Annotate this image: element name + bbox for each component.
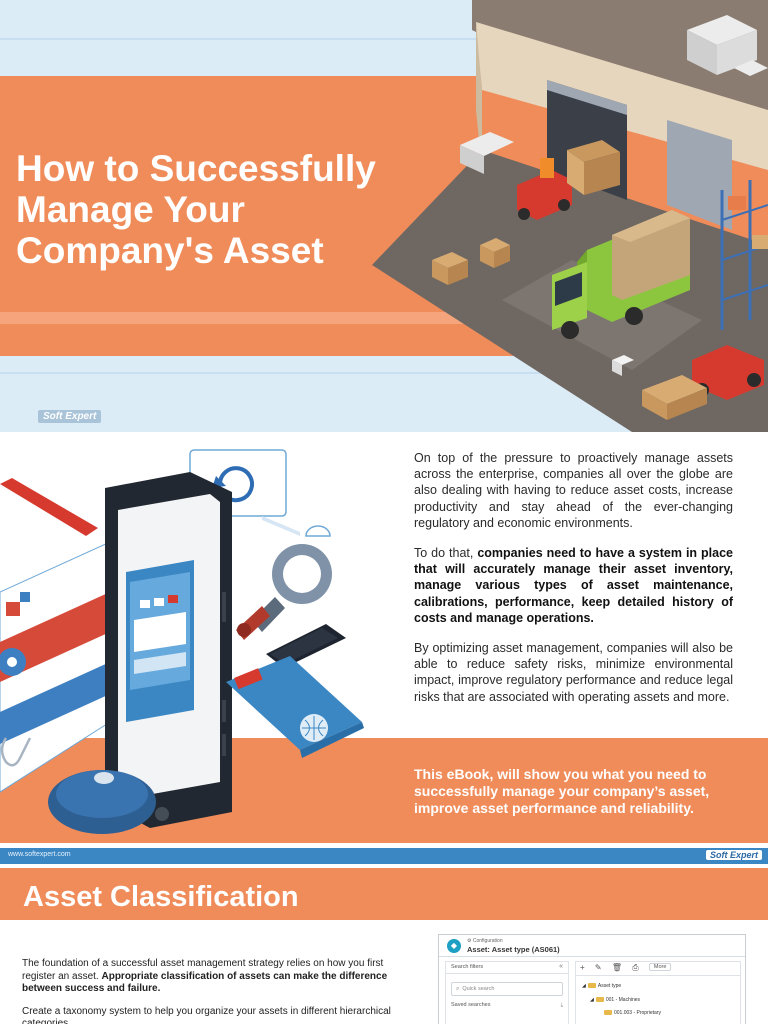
section-title: Asset Classification (23, 881, 299, 913)
cover-title-line: Company's Asset (16, 230, 324, 271)
download-icon[interactable]: ⤓ (560, 1002, 563, 1008)
search-filters-header: Search filters « (446, 962, 568, 974)
breadcrumb: ⚙ Configuration (467, 938, 503, 944)
intro-emphasis: companies need to have a system in place… (414, 546, 733, 625)
app-header: ◆ ⚙ Configuration Asset: Asset type (AS0… (439, 935, 745, 957)
folder-icon (595, 996, 604, 1002)
cover-title-line: How to Successfully (16, 148, 376, 189)
classification-lead: The foundation of a successful asset man… (22, 958, 384, 982)
search-icon: ⌕ (456, 986, 460, 992)
intro-lead: To do that, (414, 546, 478, 561)
phone-screen (112, 520, 212, 775)
intro-page: On top of the pressure to proactively ma… (0, 432, 768, 864)
softexpert-logo: Soft Expert (705, 850, 762, 860)
delete-icon[interactable]: 🗑 (611, 963, 622, 972)
tree-item[interactable]: ◢Asset type (582, 983, 622, 989)
asset-type-tree: ◢Asset type ◢001 - Machines 001.003 - Pr… (576, 976, 740, 1024)
tree-item-label: 001 - Machines (605, 996, 641, 1003)
tree-item[interactable]: 001.003 - Proprietary (582, 1007, 734, 1021)
warehouse-illustration (372, 0, 768, 432)
print-icon[interactable]: ⎙ (632, 963, 639, 972)
website-url[interactable]: www.softexpert.com (8, 851, 71, 858)
intro-text: On top of the pressure to proactively ma… (414, 450, 733, 719)
app-title: Asset: Asset type (AS061) (467, 945, 560, 954)
classification-emphasis: Appropriate classification of assets can… (22, 970, 388, 995)
cover-title: How to Successfully Manage Your Company'… (16, 148, 406, 271)
search-panel: Search filters « ⌕Quick search Saved sea… (445, 961, 569, 1024)
more-button[interactable]: More (648, 963, 672, 971)
asset-module-icon: ◆ (447, 939, 461, 953)
collapse-icon[interactable]: « (559, 963, 563, 970)
classification-paragraph: Create a taxonomy system to help you org… (22, 1005, 391, 1024)
cover-stripe (0, 372, 768, 374)
ebook-callout: This eBook, will show you what you need … (414, 766, 710, 816)
intro-paragraph: On top of the pressure to proactively ma… (414, 451, 733, 530)
cover-title-line: Manage Your (16, 189, 245, 230)
cover-page: How to Successfully Manage Your Company'… (0, 0, 768, 432)
software-screenshot: ◆ ⚙ Configuration Asset: Asset type (AS0… (438, 934, 746, 1024)
quick-search-placeholder: Quick search (462, 986, 495, 992)
tree-item-label: 001.003 - Proprietary (614, 1010, 661, 1016)
edit-icon[interactable]: ✎ (594, 963, 602, 972)
cover-stripe (0, 38, 768, 40)
classification-text: The foundation of a successful asset man… (22, 958, 412, 1024)
page-footer (0, 848, 768, 864)
search-filters-label: Search filters (451, 964, 484, 970)
toolbar: + ✎ 🗑 ⎙ More (576, 962, 740, 976)
saved-searches-label: Saved searches (451, 1002, 491, 1008)
folder-icon (587, 983, 596, 988)
tree-panel: + ✎ 🗑 ⎙ More ◢Asset type ◢001 - Machines… (575, 961, 741, 1024)
classification-paragraph: The foundation of a successful asset man… (22, 958, 412, 996)
add-icon[interactable]: + (580, 963, 585, 972)
intro-paragraph: To do that, companies need to have a sys… (414, 545, 733, 626)
tree-item-label: Asset type (597, 983, 622, 989)
classification-page: Asset Classification The foundation of a… (0, 864, 768, 1024)
quick-search-input[interactable]: ⌕Quick search (451, 982, 563, 996)
intro-paragraph: By optimizing asset management, companie… (414, 641, 733, 704)
folder-icon (604, 1010, 612, 1015)
section-header-band: Asset Classification (0, 868, 768, 920)
tree-item[interactable]: ◢001 - Machines (590, 996, 641, 1003)
saved-searches[interactable]: Saved searches ⤓ (451, 1002, 563, 1008)
phone-screen-ui-illustration (126, 560, 194, 722)
softexpert-logo: Soft Expert (38, 410, 102, 423)
